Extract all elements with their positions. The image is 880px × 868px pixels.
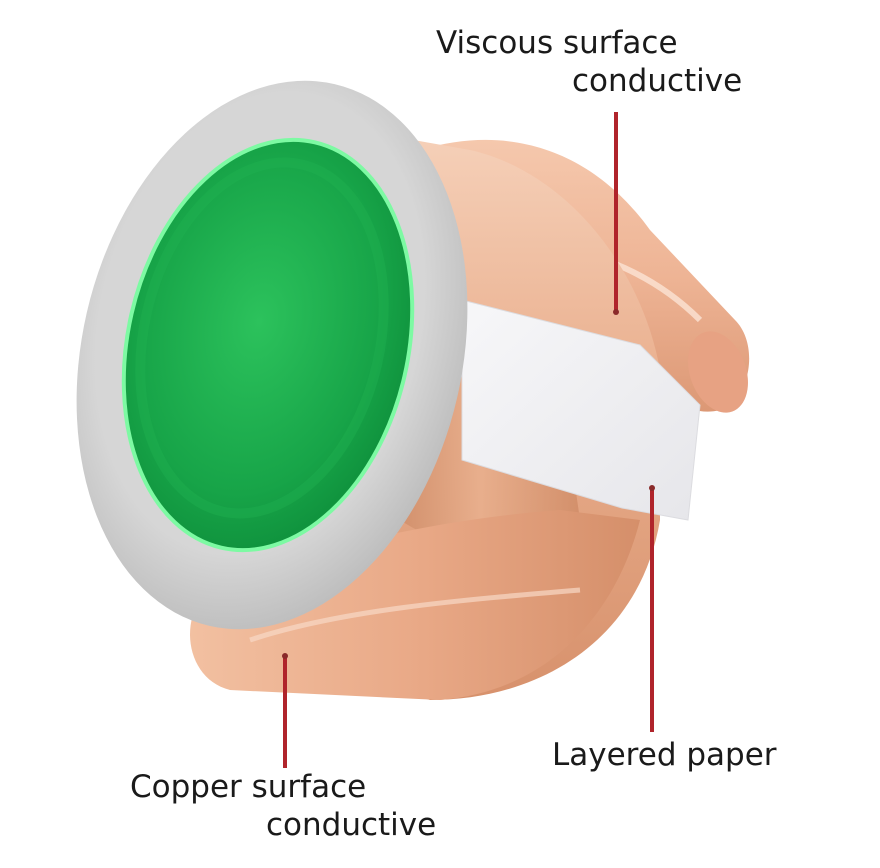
label-copper-line1: Copper surface bbox=[130, 769, 367, 805]
label-copper-line2: conductive bbox=[266, 807, 437, 843]
label-layered-line1: Layered paper bbox=[552, 737, 777, 773]
label-viscous-surface: Viscous surface conductive bbox=[436, 24, 742, 100]
roll-green-core bbox=[121, 137, 415, 553]
label-viscous-line2: conductive bbox=[572, 63, 743, 99]
label-viscous-line1: Viscous surface bbox=[436, 25, 678, 61]
layered-paper-liner bbox=[461, 299, 701, 521]
label-layered-paper: Layered paper bbox=[552, 736, 777, 774]
label-copper-surface: Copper surface conductive bbox=[130, 768, 436, 844]
strip-roll-end bbox=[688, 331, 748, 413]
